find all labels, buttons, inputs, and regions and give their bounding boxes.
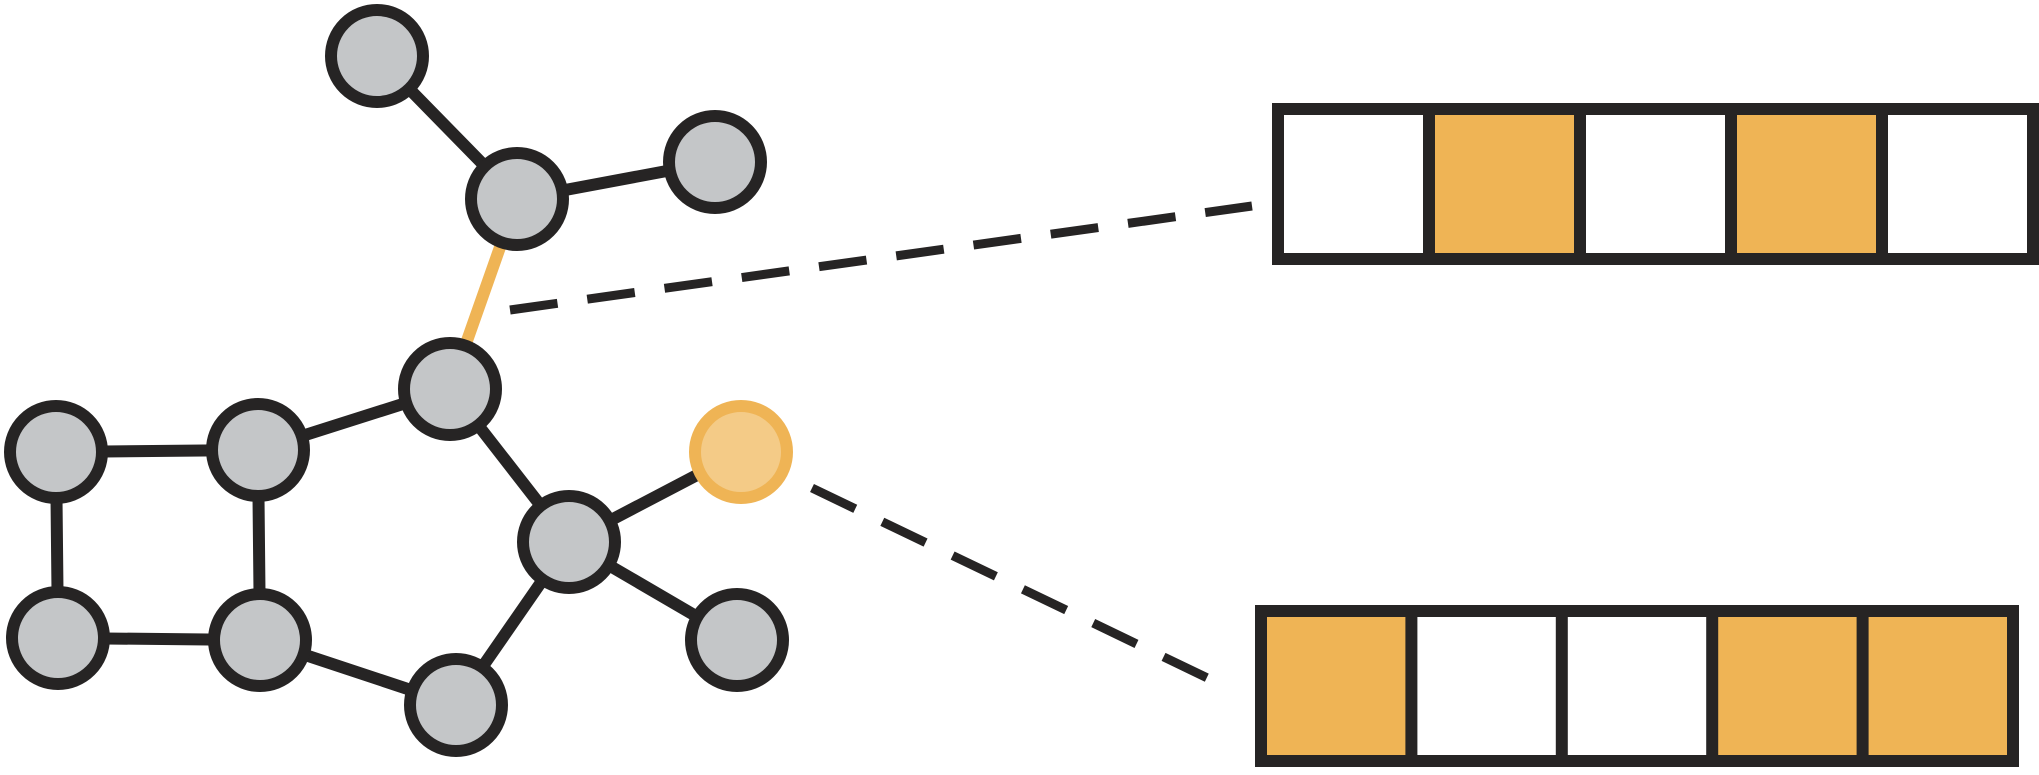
empty-cell xyxy=(1882,109,2033,259)
highlighted-atom-node xyxy=(689,400,793,504)
atom-node xyxy=(208,588,312,692)
filled-cell xyxy=(1429,109,1580,259)
edge-feature-vector xyxy=(1272,103,2039,265)
vector-frame xyxy=(1272,103,2039,265)
atom-node xyxy=(4,400,108,504)
atom-node xyxy=(404,653,508,757)
atom-node xyxy=(517,490,621,594)
atom-node xyxy=(685,588,789,692)
atom-node xyxy=(398,337,502,441)
empty-cell xyxy=(1411,611,1562,761)
atom-node xyxy=(663,110,767,214)
atom-node xyxy=(6,586,110,690)
empty-cell xyxy=(1278,109,1429,259)
vector-frame xyxy=(1255,605,2019,767)
filled-cell xyxy=(1862,611,2013,761)
atom-node xyxy=(206,398,310,502)
node-connector-line xyxy=(810,483,1222,689)
filled-cell xyxy=(1712,611,1863,761)
atom-node xyxy=(465,147,569,251)
atom-node xyxy=(325,4,429,108)
connector-lines xyxy=(509,201,1253,689)
graph-edges xyxy=(50,50,747,711)
feature-vectors xyxy=(1255,103,2039,767)
filled-cell xyxy=(1731,109,1882,259)
edge-connector-line xyxy=(509,201,1253,315)
empty-cell xyxy=(1561,611,1713,761)
filled-cell xyxy=(1261,611,1412,761)
graph-nodes xyxy=(4,4,793,757)
node-feature-vector xyxy=(1255,605,2019,767)
empty-cell xyxy=(1580,109,1731,259)
